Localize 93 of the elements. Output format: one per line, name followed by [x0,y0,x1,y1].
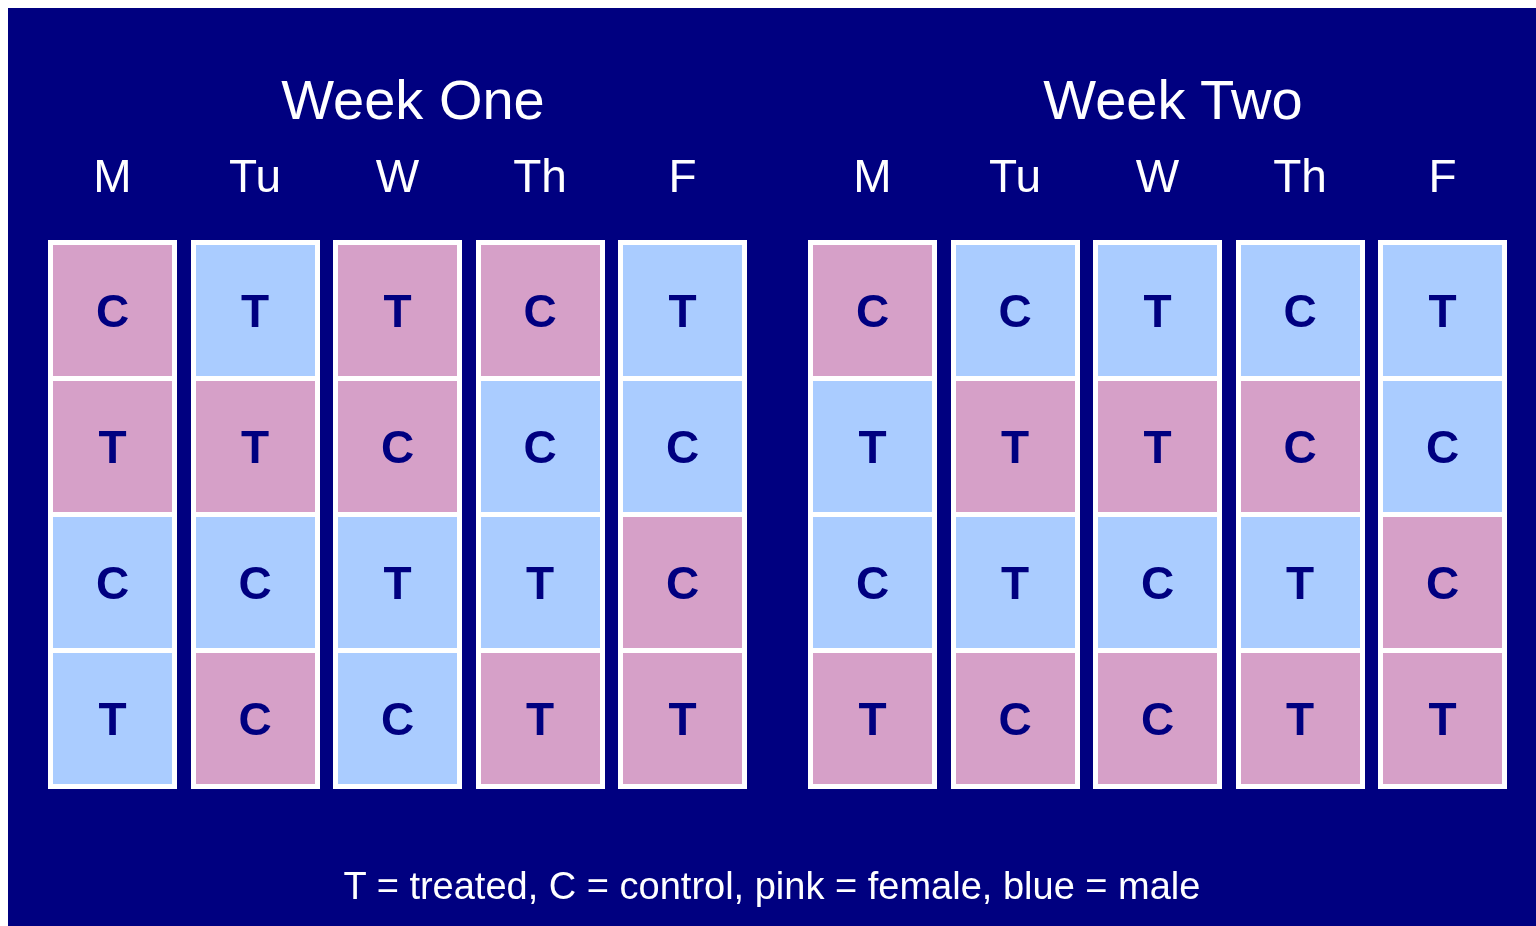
group-letter: T [1285,557,1315,608]
animal-cell [1240,517,1360,648]
animal-cell [1240,245,1360,376]
animal-cell [813,245,932,376]
group-letter: T [240,421,270,472]
group-letter: T [1143,285,1172,336]
animal-cell [338,381,457,512]
group-letter: C [665,557,700,608]
animal-cell [195,381,315,512]
group-letter: T [858,421,887,472]
animal-cell [955,517,1075,648]
animal-cell [1098,517,1217,648]
animal-cell [338,653,457,784]
animal-cell [1098,381,1217,512]
animal-cell [623,517,742,648]
animal-cell [195,517,315,648]
group-letter: C [1425,557,1460,608]
day-label: M [92,149,133,204]
group-letter: C [1140,693,1175,744]
day-label: W [374,149,421,204]
day-label: F [1427,149,1458,204]
animal-cell [53,381,172,512]
group-letter: T [1000,557,1030,608]
group-letter: C [855,285,890,336]
group-letter: C [665,421,700,472]
group-letter: T [1000,421,1030,472]
day-label: Th [512,149,568,204]
animal-cell [480,245,600,376]
group-letter: C [523,285,557,336]
animal-cell [1383,653,1502,784]
group-letter: T [1285,693,1315,744]
animal-cell [813,517,932,648]
group-letter: T [858,693,887,744]
group-letter: T [98,421,127,472]
animal-cell [623,245,742,376]
animal-cell [1383,381,1502,512]
group-letter: C [1283,421,1317,472]
day-label: W [1134,149,1181,204]
animal-cell [53,517,172,648]
group-letter: C [95,557,130,608]
animal-cell [955,381,1075,512]
group-letter: T [668,693,697,744]
group-letter: T [1428,693,1457,744]
week-title: Week One [280,68,546,132]
group-letter: C [998,285,1032,336]
animal-cell [1098,245,1217,376]
group-letter: C [1425,421,1460,472]
animal-cell [480,653,600,784]
group-letter: C [1140,557,1175,608]
group-letter: C [238,693,272,744]
group-letter: T [1143,421,1172,472]
week-title: Week Two [1042,68,1304,132]
animal-cell [1240,381,1360,512]
animal-cell [955,653,1075,784]
animal-cell [623,381,742,512]
group-letter: T [383,557,412,608]
group-letter: T [668,285,697,336]
group-letter: C [380,693,415,744]
animal-cell [623,653,742,784]
group-letter: C [523,421,557,472]
group-letter: T [383,285,412,336]
group-letter: C [998,693,1032,744]
group-letter: C [855,557,890,608]
group-letter: C [1283,285,1317,336]
day-label: Tu [228,149,282,204]
group-letter: C [95,285,130,336]
animal-cell [195,245,315,376]
animal-cell [813,653,932,784]
animal-cell [1383,517,1502,648]
day-label: M [852,149,893,204]
animal-cell [53,653,172,784]
group-letter: T [525,557,555,608]
group-letter: T [98,693,127,744]
animal-cell [1383,245,1502,376]
group-letter: C [238,557,272,608]
animal-cell [338,517,457,648]
day-label: Th [1272,149,1328,204]
animal-cell [813,381,932,512]
animal-cell [480,517,600,648]
animal-cell [338,245,457,376]
group-letter: T [525,693,555,744]
day-label: Tu [988,149,1042,204]
group-letter: T [1428,285,1457,336]
caption: T = treated, C = control, pink = female, blue = male [342,864,1202,908]
animal-cell [1098,653,1217,784]
animal-cell [955,245,1075,376]
animal-cell [53,245,172,376]
group-letter: C [380,421,415,472]
animal-cell [480,381,600,512]
day-label: F [667,149,698,204]
group-letter: T [240,285,270,336]
animal-cell [1240,653,1360,784]
animal-cell [195,653,315,784]
